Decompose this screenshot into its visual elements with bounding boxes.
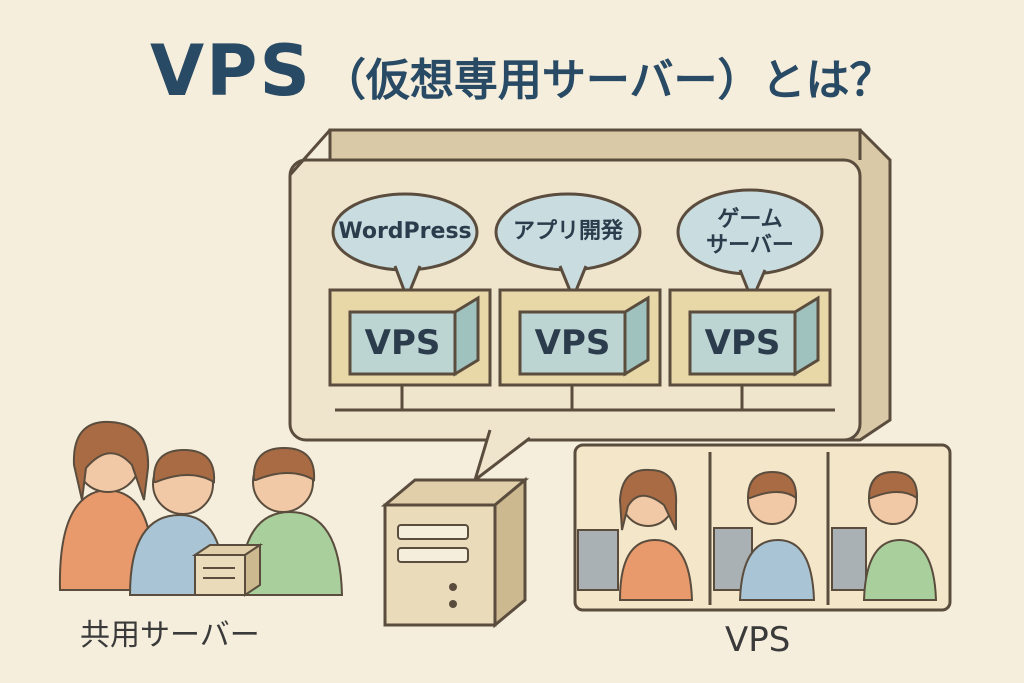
title-main: VPS — [150, 30, 312, 112]
vps-users-panel — [573, 443, 952, 612]
caption-vps: VPS — [725, 620, 791, 660]
connection-lines — [335, 385, 835, 412]
bubble-label-game-server: ゲーム サーバー — [706, 207, 794, 258]
server-cabinet — [288, 128, 892, 442]
bubble-game-server — [676, 188, 824, 304]
page-title: VPS （仮想専用サーバー）とは？ — [150, 30, 894, 112]
bubble-label-app-dev: アプリ開発 — [512, 219, 623, 244]
vps-compartment-3 — [668, 288, 832, 387]
vps-unit-label-1: VPS — [364, 323, 441, 363]
vps-compartment-2 — [498, 288, 662, 387]
title-sub: （仮想専用サーバー）とは？ — [321, 55, 894, 106]
vps-unit-label-2: VPS — [534, 323, 611, 363]
vps-unit-label-3: VPS — [704, 323, 781, 363]
bubble-app-dev — [494, 192, 642, 302]
shared-server-group — [58, 420, 344, 597]
bubble-label-wordpress: WordPress — [338, 219, 472, 244]
caption-shared-server: 共用サーバー — [80, 618, 260, 653]
vps-compartment-1 — [328, 288, 492, 387]
server-tower — [380, 476, 530, 629]
